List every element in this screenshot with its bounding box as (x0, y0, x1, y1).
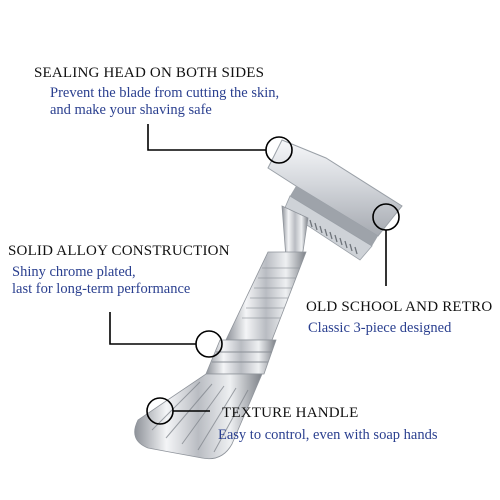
callout-line-solid-alloy (109, 312, 196, 345)
sealing-head-desc-1: Prevent the blade from cutting the skin, (50, 85, 280, 101)
razor-collar (205, 339, 277, 375)
solid-alloy-desc-1: Shiny chrome plated, (12, 264, 136, 280)
solid-alloy-title: SOLID ALLOY CONSTRUCTION (8, 243, 230, 259)
sealing-head-title: SEALING HEAD ON BOTH SIDES (34, 65, 265, 81)
razor-handle-upper (225, 251, 307, 341)
callout-markers (109, 124, 400, 425)
callout-line-sealing-head (147, 124, 266, 151)
sealing-head-desc-2: and make your shaving safe (50, 102, 212, 118)
texture-handle-title: TEXTURE HANDLE (222, 405, 359, 421)
handle-ridges (151, 381, 249, 453)
solid-alloy-desc-2: last for long-term performance (12, 281, 191, 297)
handle-grip-lines (242, 267, 300, 319)
old-school-title: OLD SCHOOL AND RETRO (306, 299, 493, 315)
texture-handle-desc-1: Easy to control, even with soap hands (218, 427, 438, 443)
old-school-desc-1: Classic 3-piece designed (308, 320, 452, 336)
razor-head (267, 139, 403, 261)
